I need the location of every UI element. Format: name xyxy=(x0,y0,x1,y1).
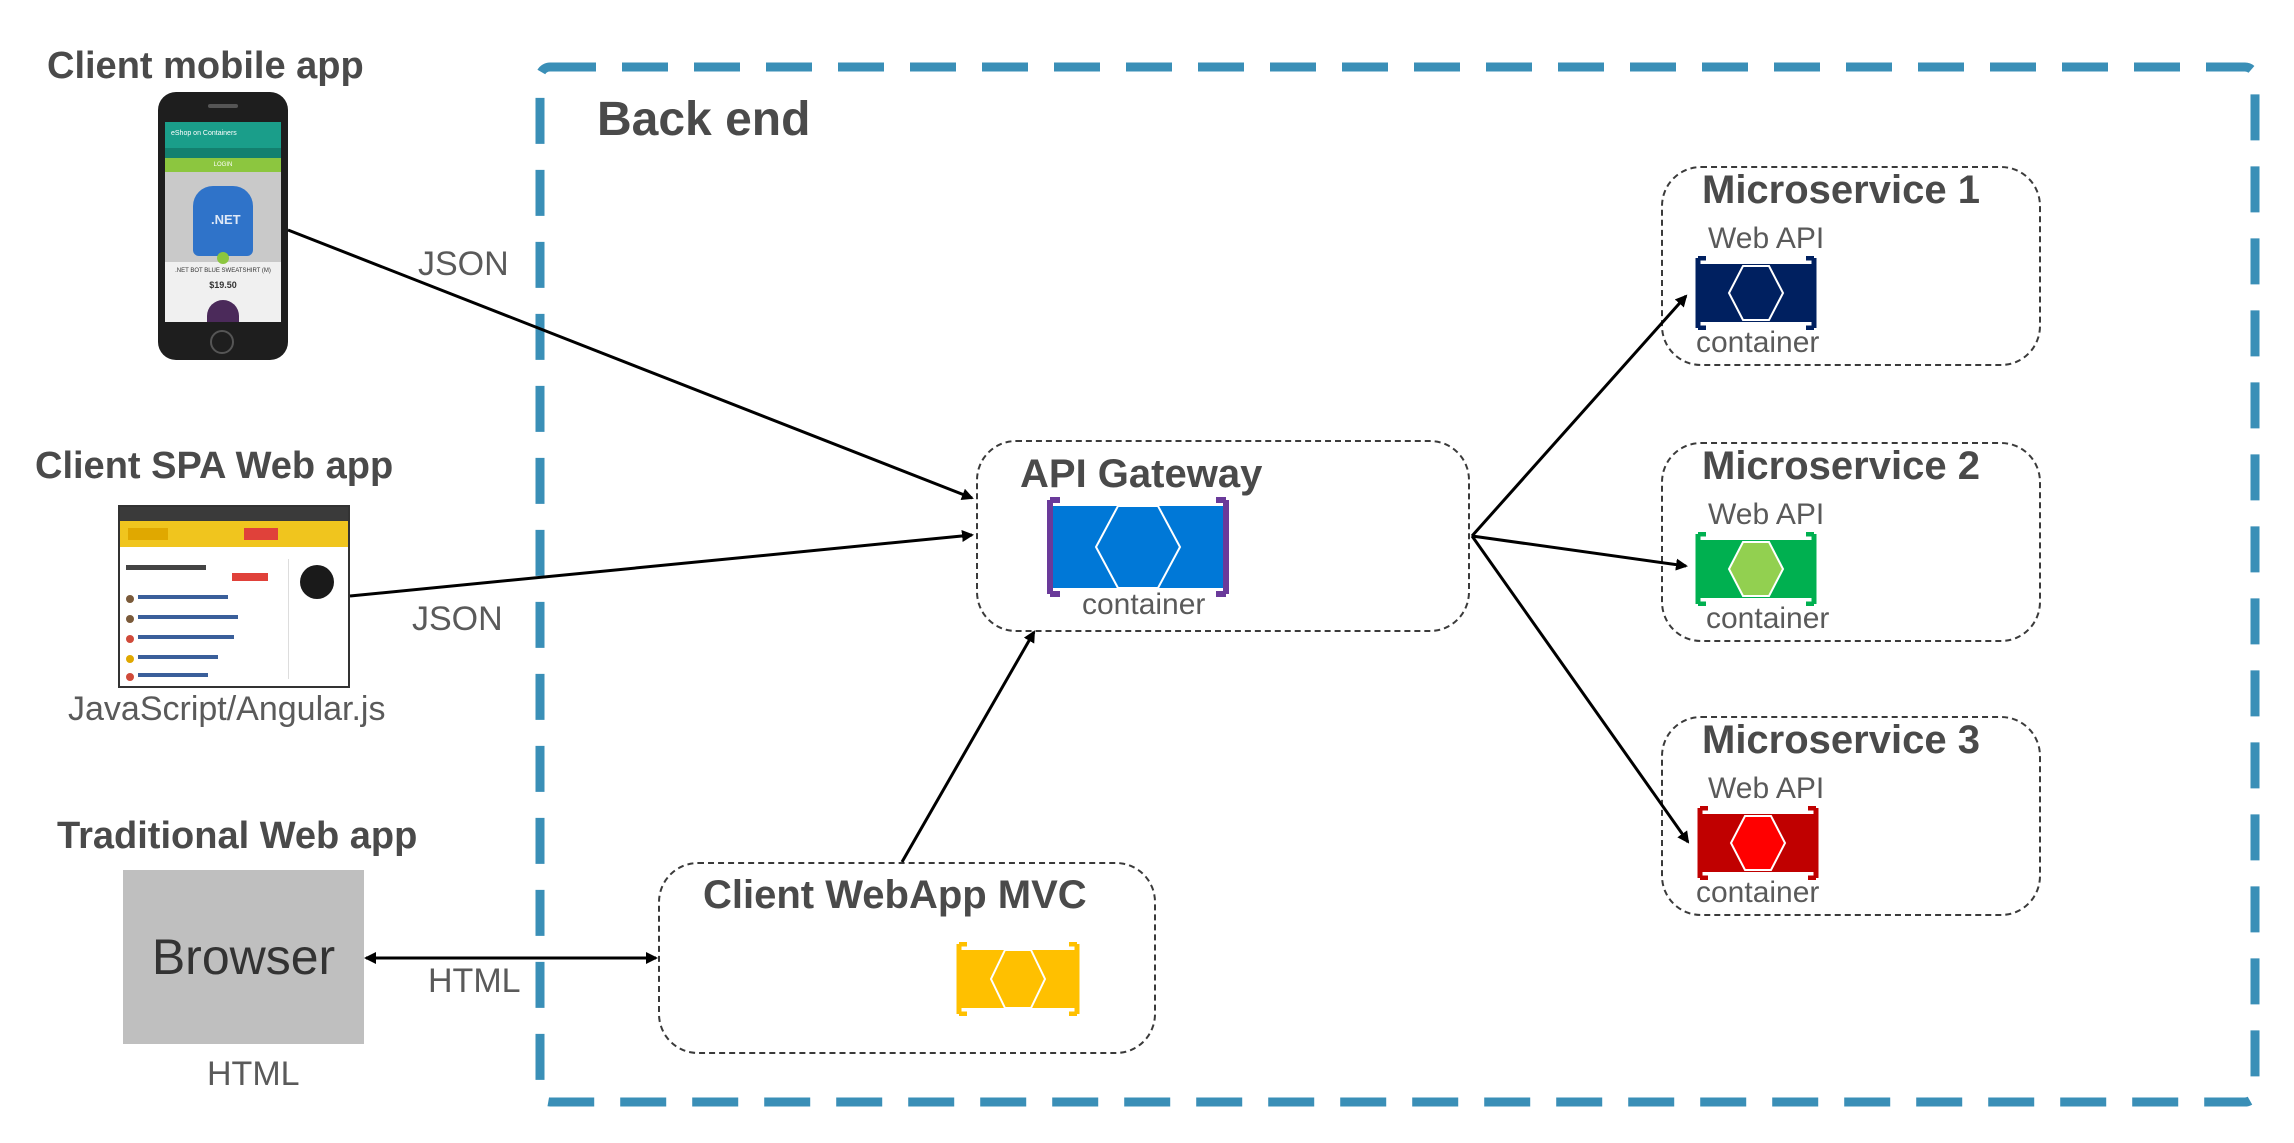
webapp-mvc-container-icon xyxy=(956,942,1080,1016)
phone-home-button xyxy=(210,330,234,354)
phone-product-name: .NET BOT BLUE SWEATSHIRT (M) xyxy=(175,268,271,274)
arrow-gateway-to-ms1 xyxy=(1470,294,1688,537)
traditional-subtitle: HTML xyxy=(207,1055,300,1093)
spa-app-title: Client SPA Web app xyxy=(35,445,394,487)
webapp-mvc-box xyxy=(658,862,1156,1054)
arrow-spa-to-gateway xyxy=(349,530,974,598)
phone-app-header: eShop on Containers xyxy=(165,122,281,148)
microservice-2-container-label: container xyxy=(1706,602,1830,635)
webapp-mvc-title: Client WebApp MVC xyxy=(703,873,1087,917)
microservice-1-title: Microservice 1 xyxy=(1702,168,1980,212)
spa-screenshot xyxy=(118,505,350,688)
microservice-2-api-label: Web API xyxy=(1708,498,1825,531)
arrow-gateway-to-ms3 xyxy=(1470,535,1690,844)
api-gateway-box xyxy=(976,440,1470,632)
api-gateway-container-icon xyxy=(1047,497,1229,597)
microservice-1-container-icon xyxy=(1695,256,1817,330)
api-gateway-container-label: container xyxy=(1082,588,1206,621)
microservice-3-container-label: container xyxy=(1696,876,1820,909)
spa-subtitle: JavaScript/Angular.js xyxy=(68,690,386,728)
browser-box: Browser xyxy=(123,870,364,1044)
microservice-2-title: Microservice 2 xyxy=(1702,444,1980,488)
microservice-1-container-label: container xyxy=(1696,326,1820,359)
phone-screen: eShop on Containers LOGIN .NET .NET BOT … xyxy=(165,122,281,322)
browser-label: Browser xyxy=(151,929,336,985)
microservice-3-api-label: Web API xyxy=(1708,772,1825,805)
microservice-1-box xyxy=(1661,166,2041,366)
microservice-3-title: Microservice 3 xyxy=(1702,718,1980,762)
phone-price: $19.50 xyxy=(209,280,237,290)
microservice-1-api-label: Web API xyxy=(1708,222,1825,255)
mobile-app-title: Client mobile app xyxy=(47,45,364,87)
microservice-3-box xyxy=(1661,716,2041,916)
phone-login-button[interactable]: LOGIN xyxy=(165,158,281,172)
arrow-mvc-to-gateway xyxy=(900,630,1036,863)
arrow-mobile-to-gateway xyxy=(287,228,974,500)
phone-mockup: eShop on Containers LOGIN .NET .NET BOT … xyxy=(158,92,288,360)
browser-html-label: HTML xyxy=(428,962,521,1000)
mobile-json-label: JSON xyxy=(418,245,509,283)
microservice-2-container-icon xyxy=(1695,532,1817,606)
arrow-gateway-to-ms2 xyxy=(1471,534,1688,571)
spa-json-label: JSON xyxy=(412,600,503,638)
microservice-2-box xyxy=(1661,442,2041,642)
traditional-app-title: Traditional Web app xyxy=(57,815,418,857)
backend-title: Back end xyxy=(597,93,811,146)
microservice-3-container-icon xyxy=(1697,806,1819,880)
api-gateway-title: API Gateway xyxy=(1020,452,1263,496)
